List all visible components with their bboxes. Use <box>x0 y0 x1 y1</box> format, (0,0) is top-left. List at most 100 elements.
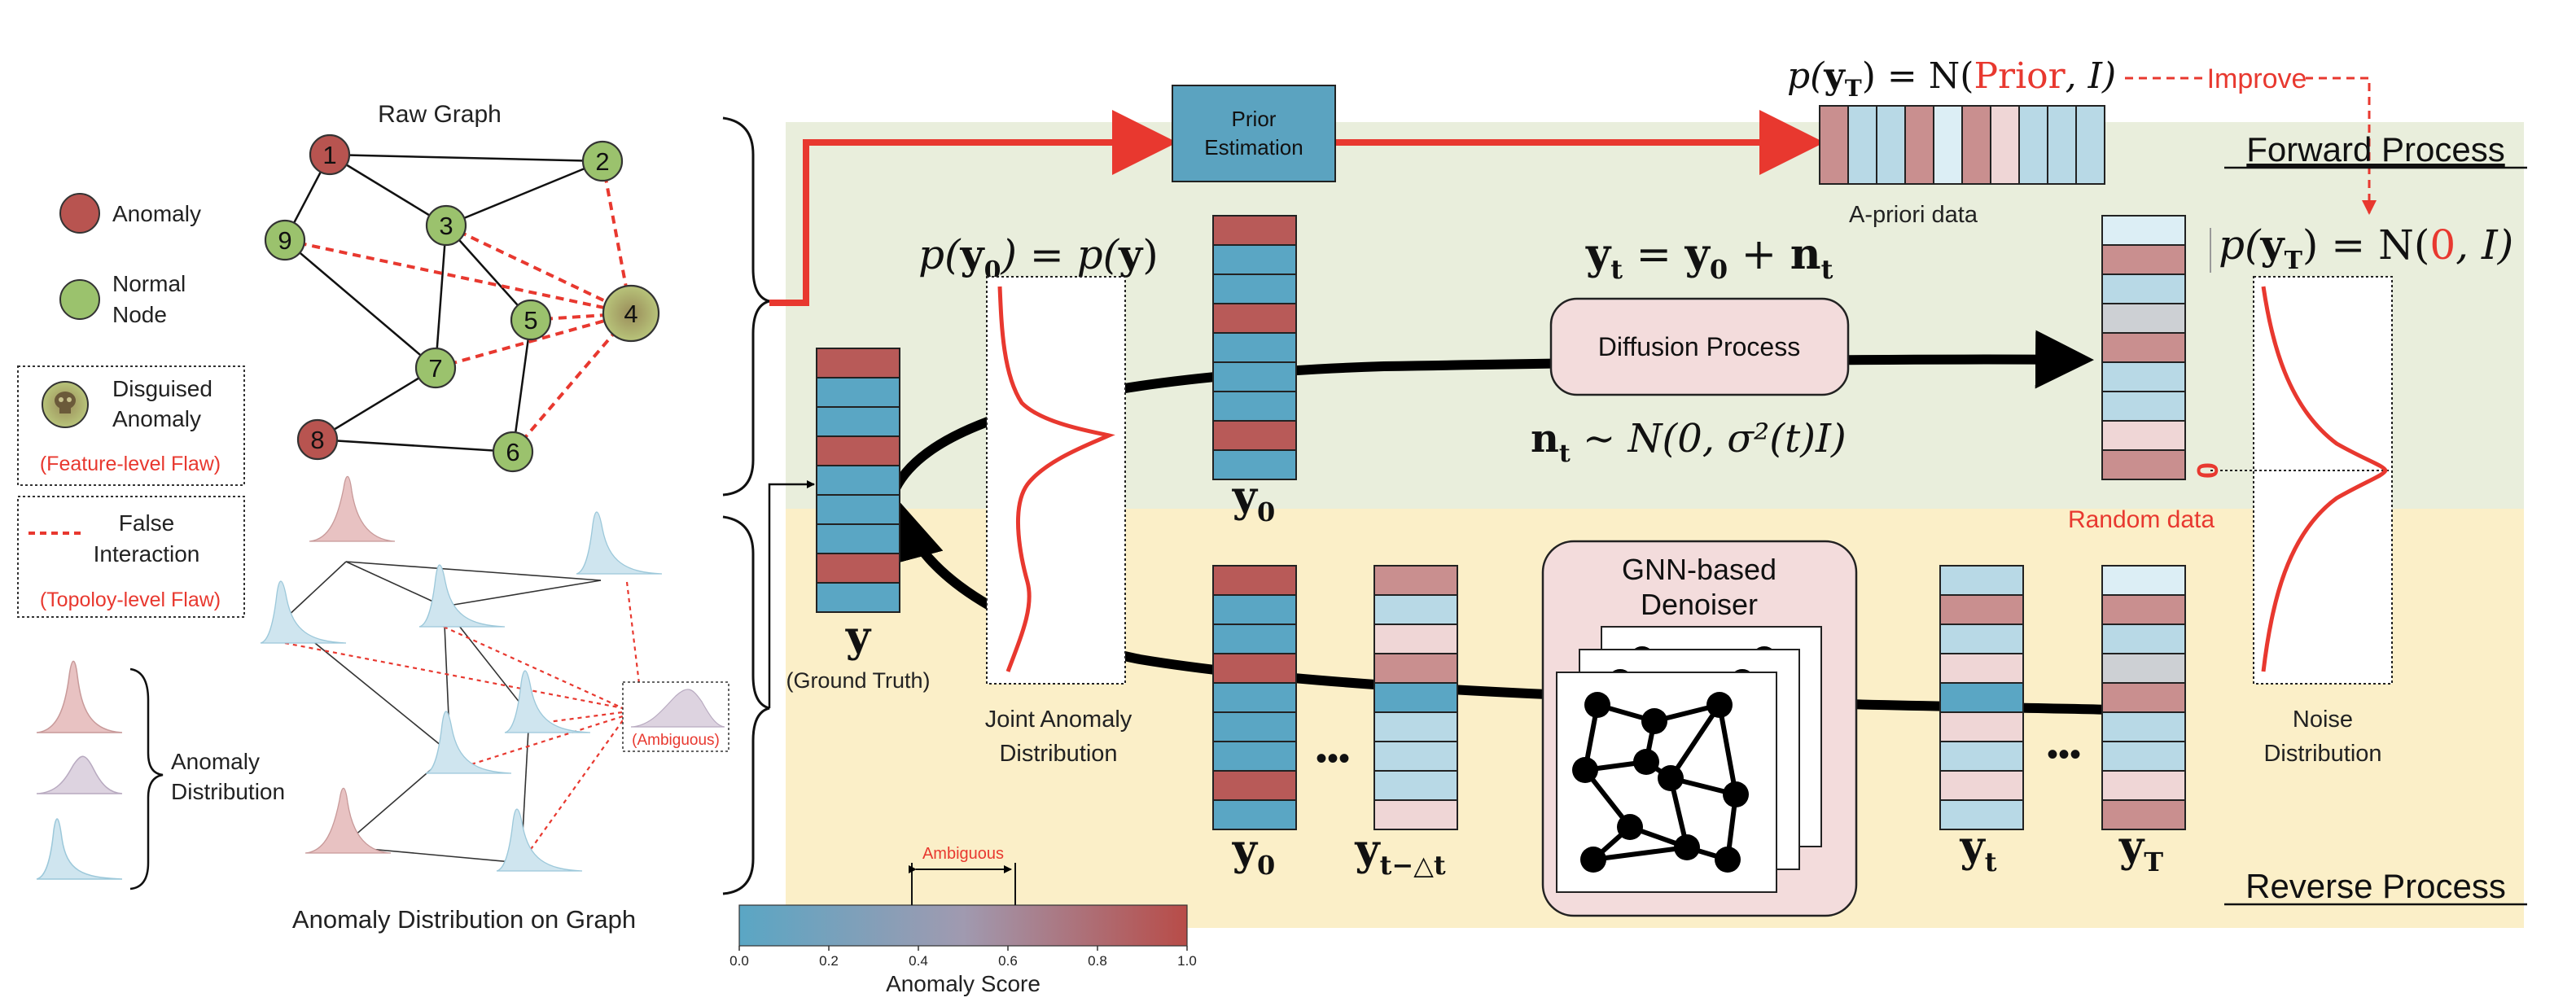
vector-cell <box>816 494 900 525</box>
noise-equation: nt ∼ N(0, σ²(t)I) <box>1531 416 1847 468</box>
graph-node-1 <box>309 133 351 176</box>
legend-false-label-line2: Interaction <box>94 541 200 567</box>
vector-cell <box>1939 624 2024 654</box>
noise-eq-n: n <box>1531 416 1559 462</box>
vector-cell <box>1212 799 1297 830</box>
vector-cell <box>1212 565 1297 596</box>
y0-top-y: y <box>1232 472 1259 522</box>
colorbar-tick-label: 1.0 <box>1177 953 1197 969</box>
vector-cell <box>2075 105 2105 185</box>
legend-disguised-label-line2: Anomaly <box>112 406 201 431</box>
vector-cell <box>1939 741 2024 772</box>
raw-graph-to-prior-arrow <box>769 110 1177 306</box>
graph-node-label-9: 9 <box>278 226 291 255</box>
vector-cell <box>1373 594 1458 625</box>
legend-feature-flaw: (Feature-level Flaw) <box>40 453 221 475</box>
y0-dots: ••• <box>1316 741 1350 777</box>
y0-bottom-sub: 0 <box>1257 850 1275 881</box>
vector-yt-dt <box>1373 565 1458 830</box>
graph-node-8 <box>296 418 339 461</box>
vector-y <box>816 348 900 613</box>
legend-anomaly-marker <box>59 193 100 234</box>
noise-distribution-label-line1: Noise <box>2293 707 2353 733</box>
vector-cell <box>1212 215 1297 246</box>
colorbar-tick-label: 0.4 <box>909 953 928 969</box>
graph-node-label-1: 1 <box>322 141 336 169</box>
forward-eq-t: t <box>1610 254 1623 285</box>
distribution-node-5 <box>504 670 591 733</box>
y0-bottom-label: y0 <box>1232 825 1275 881</box>
colorbar-tick-label: 0.8 <box>1088 953 1107 969</box>
vector-cell <box>1939 799 2024 830</box>
y0-bottom-y: y <box>1232 825 1259 875</box>
yT-label: yT <box>2118 822 2163 877</box>
noise-formula: p(yT) = N(0, I) <box>2219 221 2513 275</box>
vector-y0-top <box>1212 215 1297 480</box>
gnn-denoiser-label-line2: Denoiser <box>1641 588 1758 621</box>
vector-cell <box>816 377 900 408</box>
vector-cell <box>816 465 900 496</box>
prior-formula-eq: ) = N( <box>1862 55 1974 97</box>
legend-anomaly-distribution-line2: Distribution <box>171 779 285 804</box>
joint-formula-end: ) <box>1142 231 1159 278</box>
vector-cell <box>1212 653 1297 684</box>
vector-cell <box>1212 244 1297 275</box>
colorbar-ambiguous-label: Ambiguous <box>922 845 1004 863</box>
noise-eq-rest: ∼ N(0, σ²(t)I) <box>1571 416 1847 462</box>
prior-estimation-label-line1: Prior <box>1232 107 1277 131</box>
noise-formula-p: p( <box>2219 221 2262 269</box>
apriori-data-vector <box>1819 105 2105 185</box>
graph-node-6 <box>492 431 534 473</box>
noise-distribution-curve <box>2261 286 2388 672</box>
graph-node-7 <box>414 347 457 389</box>
diffusion-process-label: Diffusion Process <box>1598 332 1800 361</box>
vector-cell <box>1212 391 1297 422</box>
vector-cell <box>1373 653 1458 684</box>
legend-normal-label-line2: Node <box>112 302 167 327</box>
vector-cell <box>1212 711 1297 742</box>
reverse-denoise-curve <box>886 501 2114 715</box>
ambiguous-node-label: (Ambiguous) <box>632 732 720 749</box>
prior-formula: p(yT) = N(Prior, I) <box>1787 55 2116 102</box>
forward-eq-y0: y <box>1684 230 1711 279</box>
raw-graph-edges <box>283 153 603 453</box>
reverse-process-label: Reverse Process <box>2245 867 2506 905</box>
legend-false-label-line1: False <box>119 510 174 536</box>
vector-cell <box>1373 741 1458 772</box>
gnn-card-graph <box>1572 692 1749 873</box>
distribution-graph-title: Anomaly Distribution on Graph <box>292 905 636 934</box>
false-interaction-edges <box>284 160 633 453</box>
prior-formula-y: y <box>1823 55 1846 97</box>
y0-top-sub: 0 <box>1257 497 1275 527</box>
vector-cell <box>1373 565 1458 596</box>
forward-eq-y: y <box>1585 230 1612 279</box>
yt-dt-sub: t−△t <box>1380 850 1446 881</box>
raw-graph-title: Raw Graph <box>378 101 502 128</box>
graph-node-5 <box>510 299 552 341</box>
vector-cell <box>2101 770 2186 801</box>
noise-formula-sub: T <box>2285 247 2303 275</box>
vector-cell <box>1373 799 1458 830</box>
joint-formula: p(y0) = p(y) <box>918 230 1159 285</box>
prior-formula-prior: Prior <box>1974 55 2066 97</box>
graph-node-label-8: 8 <box>310 426 324 454</box>
joint-distribution-label-line1: Joint Anomaly <box>985 707 1132 733</box>
graph-node-3 <box>425 204 467 247</box>
forward-eq-n: n <box>1790 230 1821 279</box>
noise-formula-y: y <box>2260 221 2286 269</box>
improve-label: Improve <box>2207 63 2307 94</box>
vector-cell <box>2101 711 2186 742</box>
vector-cell <box>1373 711 1458 742</box>
yt-y: y <box>1960 822 1987 872</box>
distribution-node-1 <box>309 475 396 542</box>
y0-top-label: y0 <box>1232 472 1275 527</box>
vector-cell <box>1939 594 2024 625</box>
gnn-denoiser-label-line1: GNN-based <box>1622 553 1776 586</box>
vector-random <box>2101 215 2186 480</box>
y-label-text: y <box>845 612 872 662</box>
vector-cell <box>2101 303 2186 334</box>
vector-cell <box>2101 361 2186 392</box>
